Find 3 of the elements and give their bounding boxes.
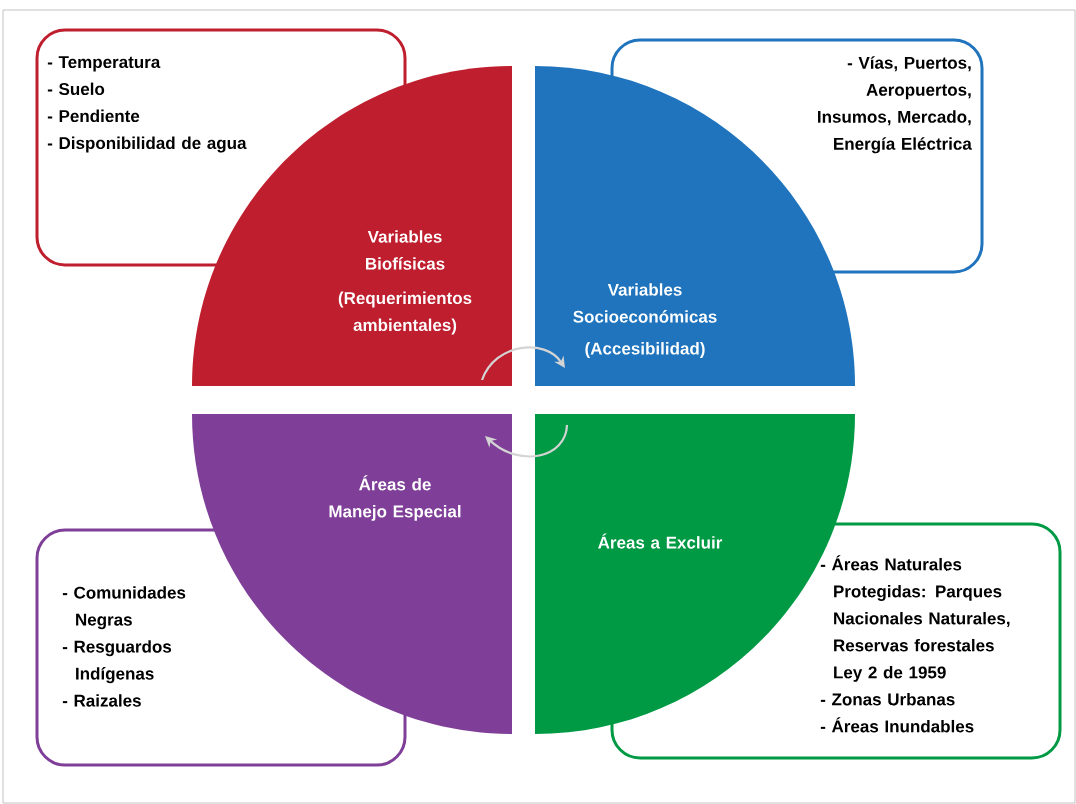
curved-arrow (485, 424, 569, 458)
quadrant-sector: Áreas de Manejo Especial (192, 414, 512, 734)
curved-arrow (481, 346, 565, 381)
